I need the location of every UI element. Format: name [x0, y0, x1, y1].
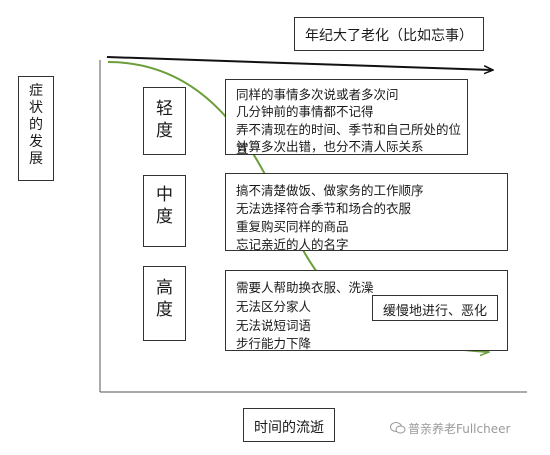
description-line: 无法选择符合季节和场合的衣服: [236, 201, 412, 216]
description-line: 重复购买同样的商品: [236, 219, 349, 234]
symptom-axis-label: 症状的发展: [29, 83, 43, 167]
description-line: 几分钟前的事情都不记得: [236, 104, 374, 119]
level-label-moderate: 中度: [156, 185, 173, 227]
watermark: 普亲养老Fullcheer: [408, 422, 511, 436]
aging-label: 年纪大了老化（比如忘事）: [305, 28, 473, 44]
level-box-moderate: 中度: [143, 175, 186, 247]
description-line: 需要人帮助换衣服、洗澡: [236, 280, 374, 295]
description-line: 步行能力下降: [236, 336, 312, 351]
description-line: 同样的事情多次说或者多次问: [236, 87, 399, 102]
time-axis-label: 时间的流逝: [254, 420, 324, 436]
symptom-axis-box: 症状的发展: [18, 76, 54, 181]
level-label-mild: 轻度: [156, 99, 173, 141]
aging-label-box: 年纪大了老化（比如忘事）: [294, 17, 484, 51]
wechat-icon: [390, 420, 406, 439]
level-label-severe: 高度: [156, 278, 173, 320]
description-line: 无法说短词语: [236, 318, 312, 333]
level-box-mild: 轻度: [143, 87, 186, 155]
description-box-moderate: 搞不清楚做饭、做家务的工作顺序 无法选择符合季节和场合的衣服 重复购买同样的商品…: [225, 173, 508, 252]
aging-arrow: [106, 56, 492, 70]
description-line: 计算多次出错，也分不清人际关系: [236, 139, 424, 154]
description-box-mild: 同样的事情多次说或者多次问 几分钟前的事情都不记得 弄不清现在的时间、季节和自己…: [225, 79, 468, 156]
level-box-severe: 高度: [143, 266, 186, 341]
description-line: 无法区分家人: [236, 299, 312, 314]
time-axis-box: 时间的流逝: [243, 408, 335, 442]
progression-callout: 缓慢地进行、恶化: [372, 295, 498, 321]
description-line: 忘记亲近的人的名字: [236, 237, 349, 252]
callout-label: 缓慢地进行、恶化: [382, 304, 487, 319]
description-line: 弄不清现在的时间、季节和自己所处的位置: [236, 122, 462, 156]
description-line: 搞不清楚做饭、做家务的工作顺序: [236, 183, 424, 198]
